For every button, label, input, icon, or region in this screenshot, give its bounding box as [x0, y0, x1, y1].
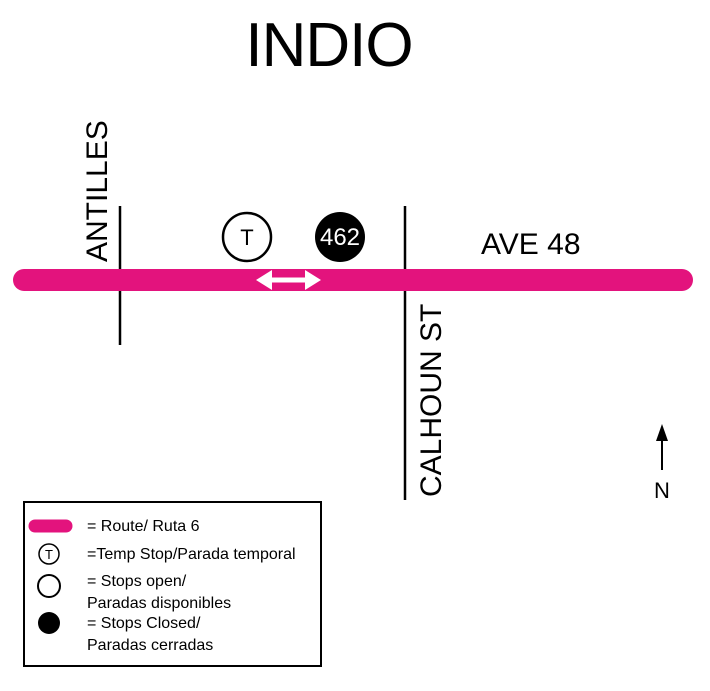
closed-stop-number: 462 [320, 224, 360, 251]
legend-closed-stop-icon [38, 612, 60, 634]
temp-stop-marker: T [221, 211, 273, 263]
street-label-calhoun-st: CALHOUN ST [415, 304, 448, 497]
legend-open-stop-text-2: Paradas disponibles [87, 595, 231, 612]
legend-closed-stop-text-1: = Stops Closed/ [87, 615, 201, 632]
temp-stop-symbol: T [240, 225, 253, 250]
north-arrow-icon [656, 424, 668, 470]
legend-open-stop-text-1: = Stops open/ [87, 573, 187, 590]
closed-stop-marker: 462 [315, 212, 365, 262]
legend: = Route/ Ruta 6 T =Temp Stop/Parada temp… [23, 501, 322, 667]
street-label-ave-48: AVE 48 [481, 228, 581, 261]
legend-temp-stop-text: =Temp Stop/Parada temporal [87, 546, 296, 563]
street-label-antilles: ANTILLES [81, 120, 114, 262]
map-title: INDIO [245, 11, 412, 80]
legend-open-stop-icon [37, 574, 61, 598]
north-label: N [654, 478, 670, 503]
legend-temp-stop-icon [38, 543, 60, 565]
legend-closed-stop-text-2: Paradas cerradas [87, 637, 213, 654]
legend-route-text: = Route/ Ruta 6 [87, 518, 200, 535]
legend-temp-stop-symbol: T [45, 547, 53, 562]
legend-box [23, 501, 322, 667]
double-arrow-icon [256, 270, 321, 290]
